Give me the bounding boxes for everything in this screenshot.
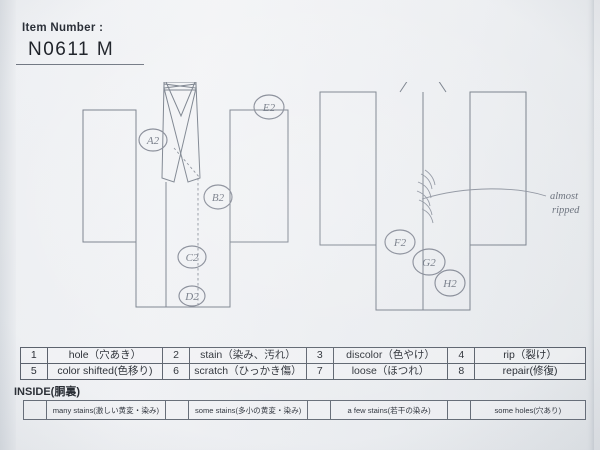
almost-ripped-annotation: almost ripped (550, 191, 580, 216)
damage-mark-C2: C2 (177, 245, 207, 269)
annotation-line-1: almost (550, 191, 579, 202)
damage-mark-label: G2 (422, 257, 436, 269)
damage-mark-G2: G2 (412, 248, 446, 276)
damage-mark-label: B2 (212, 192, 225, 204)
damage-mark-label: F2 (393, 237, 407, 249)
inside-condition-text: some holes(穴あり) (469, 400, 587, 420)
code-description: repair(修復) (474, 363, 586, 380)
inside-checkbox-cell (23, 400, 47, 420)
annotation-leader-line (421, 188, 547, 200)
inside-condition-text: many stains(激しい黄変・染み) (45, 400, 167, 420)
item-number-underline (16, 64, 144, 65)
code-number: 3 (305, 347, 334, 364)
damage-mark-B2: B2 (203, 184, 233, 210)
inside-condition-text: some stains(多小の黄変・染み) (187, 400, 309, 420)
damage-mark-label: D2 (184, 291, 199, 303)
damage-mark-D2: D2 (178, 285, 206, 307)
kimono-front-view: A2 B2 C2 D2 E2 (82, 82, 289, 308)
damage-mark-label: C2 (186, 252, 199, 264)
table-row: many stains(激しい黄変・染み) some stains(多小の黄変・… (23, 400, 587, 420)
code-number: 4 (447, 347, 476, 364)
table-row: 5 color shifted(色移り) 6 scratch（ひっかき傷） 7 … (20, 363, 586, 380)
inside-checkbox-cell (447, 400, 471, 420)
annotation-line-2: ripped (552, 205, 580, 216)
code-description: hole（穴あき） (46, 347, 164, 364)
inside-condition-table: many stains(激しい黄変・染み) some stains(多小の黄変・… (23, 400, 587, 420)
damage-mark-E2: E2 (253, 94, 285, 120)
inside-checkbox-cell (165, 400, 189, 420)
paper-left-edge-shadow (0, 0, 16, 450)
damage-mark-label: H2 (442, 278, 457, 290)
code-description: scratch（ひっかき傷） (188, 363, 307, 380)
damage-mark-label: A2 (146, 135, 160, 147)
inside-section-label: INSIDE(胴裏) (14, 386, 80, 398)
code-number: 7 (305, 363, 334, 380)
inside-checkbox-cell (307, 400, 332, 420)
kimono-back-view: F2 G2 H2 almost ripped (319, 82, 580, 311)
damage-mark-A2: A2 (138, 128, 168, 152)
item-number-label: Item Number : (22, 22, 104, 34)
item-number-value: N0611 M (28, 39, 115, 60)
code-number: 1 (20, 347, 48, 364)
damage-code-table: 1 hole（穴あき） 2 stain（染み、汚れ） 3 discolor（色や… (20, 347, 586, 380)
code-number: 8 (447, 363, 476, 380)
damage-mark-label: E2 (262, 102, 276, 114)
damage-mark-H2: H2 (434, 269, 466, 297)
code-description: discolor（色やけ） (332, 347, 449, 364)
code-number: 5 (20, 363, 48, 380)
damage-mark-F2: F2 (384, 229, 416, 255)
code-description: rip（裂け） (474, 347, 586, 364)
code-description: color shifted(色移り) (46, 363, 164, 380)
code-number: 6 (162, 363, 190, 380)
code-number: 2 (162, 347, 190, 364)
code-description: stain（染み、汚れ） (188, 347, 307, 364)
code-description: loose（ほつれ） (332, 363, 449, 380)
table-row: 1 hole（穴あき） 2 stain（染み、汚れ） 3 discolor（色や… (20, 347, 586, 364)
inside-condition-text: a few stains(若干の染み) (330, 400, 449, 420)
